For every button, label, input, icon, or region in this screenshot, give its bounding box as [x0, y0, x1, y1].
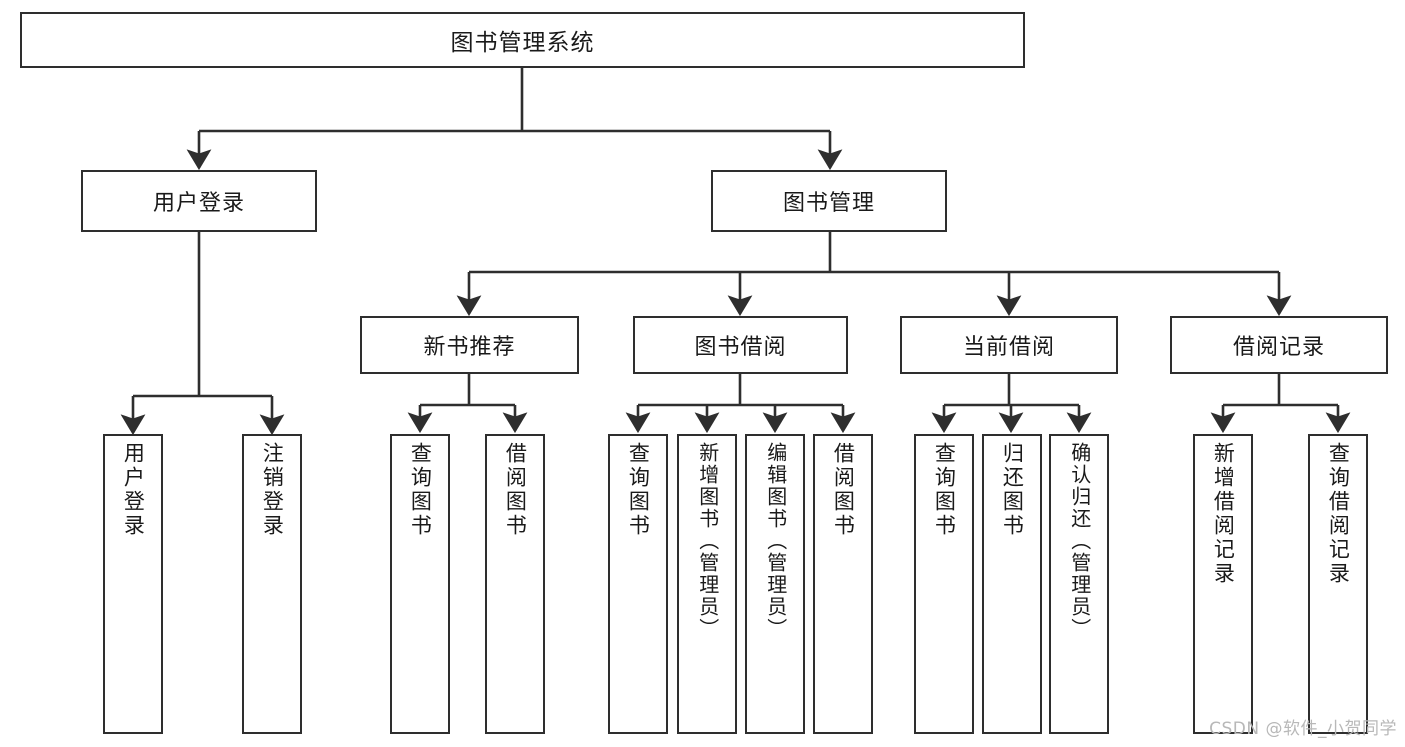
node-new-book-recommend[interactable]: 新书推荐 — [360, 316, 579, 374]
node-label: 借阅图书 — [831, 442, 856, 538]
node-book-borrow[interactable]: 图书借阅 — [633, 316, 848, 374]
node-label: 图书管理 — [782, 191, 875, 216]
node-book-manage[interactable]: 图书管理 — [711, 170, 947, 232]
node-label: 查询借阅记录 — [1326, 442, 1351, 586]
node-label: 用户登录 — [121, 442, 146, 538]
node-label: 新增借阅记录 — [1211, 442, 1236, 586]
node-label: 图书借阅 — [694, 335, 787, 360]
node-book-management-system[interactable]: 图书管理系统 — [20, 12, 1025, 68]
node-current-borrow[interactable]: 当前借阅 — [900, 316, 1118, 374]
node-label: 借阅图书 — [503, 442, 528, 538]
node-borrow-record[interactable]: 借阅记录 — [1170, 316, 1388, 374]
node-leaf-logout-login[interactable]: 注销登录 — [242, 434, 302, 734]
node-label: 借阅记录 — [1232, 335, 1325, 360]
node-leaf-user-login[interactable]: 用户登录 — [103, 434, 163, 734]
node-leaf-confirm-return[interactable]: 确认归还（管理员） — [1049, 434, 1109, 734]
node-label: 用户登录 — [152, 191, 245, 216]
node-leaf-borrow-book-1[interactable]: 借阅图书 — [485, 434, 545, 734]
node-leaf-return-book[interactable]: 归还图书 — [982, 434, 1042, 734]
node-label: 图书管理系统 — [450, 30, 595, 56]
node-label: 编辑图书（管理员） — [763, 442, 788, 640]
node-label: 查询图书 — [408, 442, 433, 538]
node-leaf-query-book-2[interactable]: 查询图书 — [608, 434, 668, 734]
node-leaf-add-record[interactable]: 新增借阅记录 — [1193, 434, 1253, 734]
node-label: 查询图书 — [932, 442, 957, 538]
node-leaf-query-record[interactable]: 查询借阅记录 — [1308, 434, 1368, 734]
node-label: 归还图书 — [1000, 442, 1025, 538]
node-leaf-edit-book[interactable]: 编辑图书（管理员） — [745, 434, 805, 734]
node-label: 新增图书（管理员） — [695, 442, 720, 640]
node-leaf-add-book[interactable]: 新增图书（管理员） — [677, 434, 737, 734]
csdn-watermark: CSDN @软件_小贺同学 — [1209, 719, 1397, 739]
node-label: 查询图书 — [626, 442, 651, 538]
node-user-login[interactable]: 用户登录 — [81, 170, 317, 232]
node-label: 新书推荐 — [423, 335, 516, 360]
node-label: 注销登录 — [260, 442, 285, 538]
node-label: 当前借阅 — [962, 335, 1055, 360]
node-leaf-query-book-1[interactable]: 查询图书 — [390, 434, 450, 734]
node-leaf-query-book-3[interactable]: 查询图书 — [914, 434, 974, 734]
node-leaf-borrow-book-2[interactable]: 借阅图书 — [813, 434, 873, 734]
node-label: 确认归还（管理员） — [1067, 442, 1092, 640]
